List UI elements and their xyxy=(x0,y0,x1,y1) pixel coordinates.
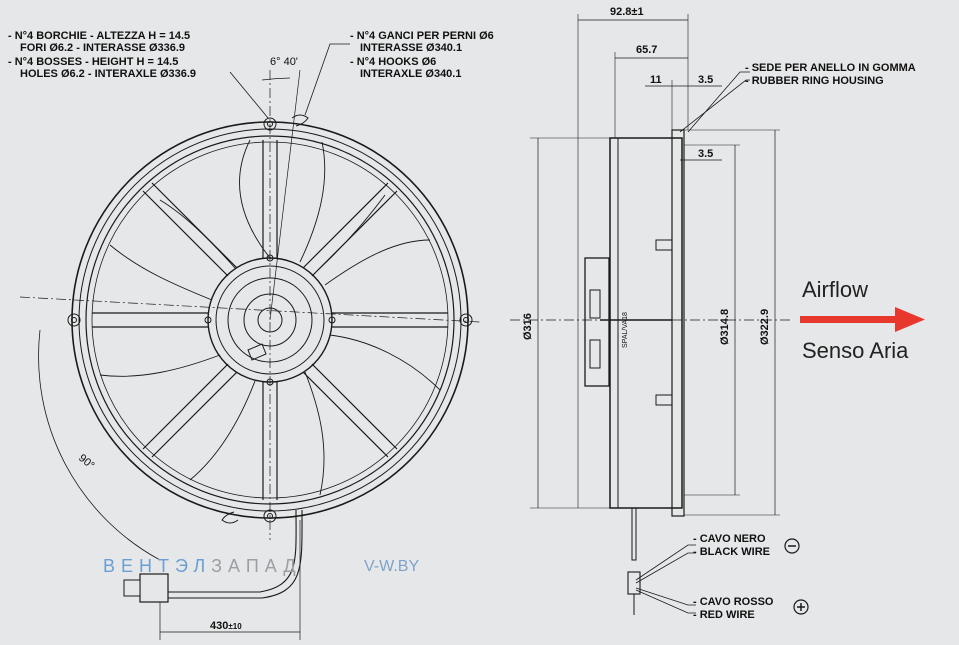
hooks-note-it-2: INTERASSE Ø340.1 xyxy=(360,42,463,54)
black-wire-note-en: - BLACK WIRE xyxy=(693,546,770,558)
hooks-note-it-1: - N°4 GANCI PER PERNI Ø6 xyxy=(350,30,494,42)
bosses-note-it-2: FORI Ø6.2 - INTERASSE Ø336.9 xyxy=(20,42,186,54)
angle-dim: 6° 40' xyxy=(270,56,298,68)
depth-body-dim: 65.7 xyxy=(636,44,658,56)
red-wire-note-it: - CAVO ROSSO xyxy=(693,596,774,608)
airflow-arrow xyxy=(800,307,925,332)
dia-3229-dim: Ø322.9 xyxy=(759,308,771,345)
fan-front-view xyxy=(19,43,481,640)
cable-length-tol: ±10 xyxy=(228,622,242,631)
bosses-note-en-1: - N°4 BOSSES - HEIGHT H = 14.5 xyxy=(8,56,179,68)
rubber-note-it: - SEDE PER ANELLO IN GOMMA xyxy=(745,62,916,74)
dia-3148-dim: Ø314.8 xyxy=(719,308,731,345)
hooks-note-en-2: INTERAXLE Ø340.1 xyxy=(360,68,462,80)
fan-side-view xyxy=(510,14,790,615)
cable-length-value: 430 xyxy=(210,620,229,632)
depth-total-dim: 92.8±1 xyxy=(610,6,644,18)
brand-part-b: ЗАПАД xyxy=(211,556,302,576)
plus-symbol xyxy=(793,599,809,615)
d35-top-dim: 3.5 xyxy=(698,74,714,86)
red-wire-note-en: - RED WIRE xyxy=(693,609,755,621)
cable-length-dim: 430±10 xyxy=(210,620,242,632)
airflow-label: Airflow xyxy=(802,277,869,302)
brand-part-a: ВЕНТЭЛ xyxy=(103,556,212,576)
dia-316-dim: Ø316 xyxy=(522,313,534,340)
bosses-note-it-1: - N°4 BORCHIE - ALTEZZA H = 14.5 xyxy=(8,30,191,42)
rubber-note-en: - RUBBER RING HOUSING xyxy=(745,75,884,87)
d11-dim: 11 xyxy=(650,74,662,86)
site-watermark: V-W.BY xyxy=(364,558,420,575)
side-label: SPAL/VA18 xyxy=(622,312,629,348)
brand-watermark: ВЕНТЭЛЗАПАД xyxy=(103,556,302,577)
bosses-note-en-2: HOLES Ø6.2 - INTERAXLE Ø336.9 xyxy=(20,68,197,80)
black-wire-note-it: - CAVO NERO xyxy=(693,533,766,545)
d35-mid-dim: 3.5 xyxy=(698,148,714,160)
senso-aria-label: Senso Aria xyxy=(802,338,909,363)
minus-symbol xyxy=(784,538,800,554)
hooks-note-en-1: - N°4 HOOKS Ø6 xyxy=(350,56,437,68)
